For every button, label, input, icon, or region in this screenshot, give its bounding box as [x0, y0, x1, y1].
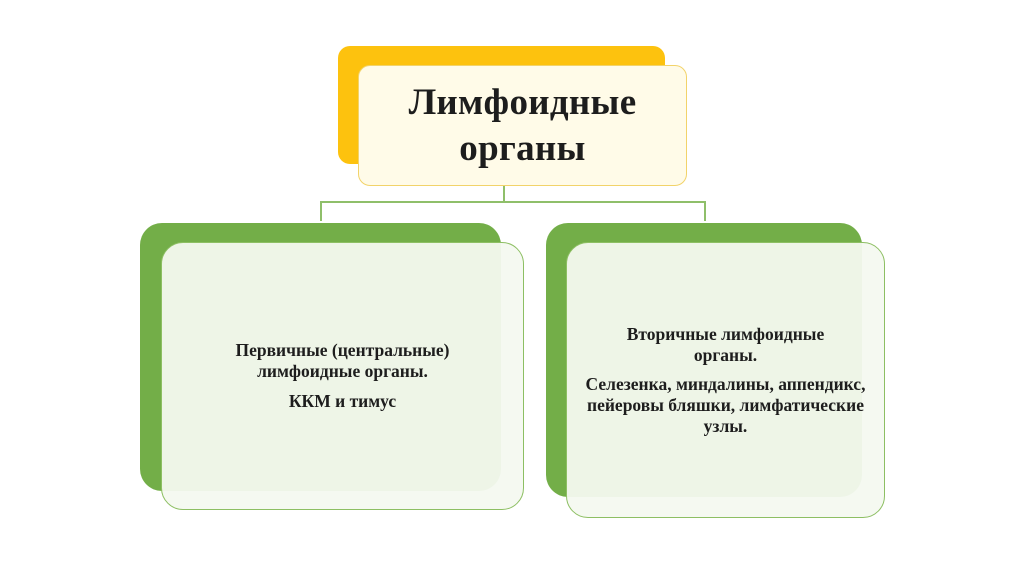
- secondary-organs-heading: Вторичные лимфоидные органы.: [626, 323, 825, 365]
- root-node-title: Лимфоидные органы: [408, 81, 637, 169]
- connector-right-drop: [704, 201, 706, 221]
- connector-horizontal: [320, 201, 705, 203]
- primary-organs-heading: Первичные (центральные) лимфоидные орган…: [235, 340, 450, 381]
- connector-left-drop: [320, 201, 322, 221]
- secondary-organs-node: Вторичные лимфоидные органы. Селезенка, …: [566, 242, 885, 518]
- primary-organs-node: Первичные (центральные) лимфоидные орган…: [161, 242, 524, 510]
- primary-organs-detail: ККМ и тимус: [288, 391, 397, 411]
- secondary-organs-detail: Селезенка, миндалины, аппендикс, пейеров…: [585, 373, 866, 436]
- connector-root-stem: [503, 186, 505, 202]
- root-node: Лимфоидные органы: [358, 65, 687, 186]
